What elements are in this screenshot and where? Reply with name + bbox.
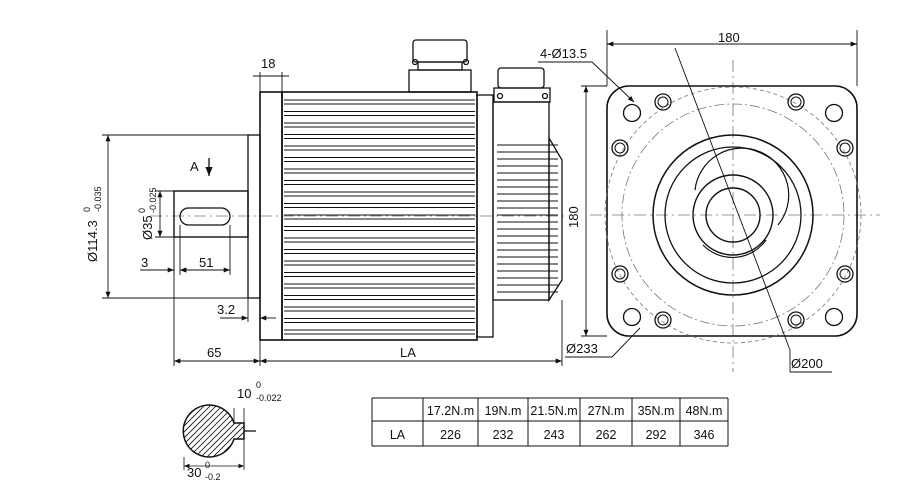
shaft [173,190,249,238]
dim-3: 3 [141,255,148,270]
dim-3-2: 3.2 [217,302,235,317]
pilot-boss [247,134,261,299]
dim-233: Ø233 [566,341,598,356]
inner-arc-slot [694,147,790,226]
table-header-cell: 27N.m [588,404,625,418]
table-value-cell: 232 [493,428,514,442]
section-hatch [183,405,244,457]
svg-text:0: 0 [82,207,92,212]
shaft-keyway [179,207,231,226]
outer-dashed-circle [604,86,862,344]
diagonal-leader [674,47,791,351]
table-value-cell: 243 [544,428,565,442]
table-header-cell: 48N.m [686,404,723,418]
svg-text:30: 30 [187,465,201,480]
tapped-holes [611,93,854,329]
mounting-holes-label: 4-Ø13.5 [540,46,587,61]
power-connector [408,39,472,93]
bolt-circle [621,103,845,327]
dim-51: 51 [199,255,213,270]
dim-35: Ø35 0 -0.025 [137,187,158,240]
front-view [590,47,880,372]
svg-text:-0.2: -0.2 [205,472,221,482]
encoder-housing [492,67,563,303]
side-view [150,39,565,341]
svg-text:-0.025: -0.025 [148,187,158,213]
svg-text:0: 0 [256,380,261,390]
side-dimensions [102,72,563,366]
shaft-section [182,404,256,470]
dim-18: 18 [261,56,275,71]
dim-200: Ø200 [791,356,823,371]
table-value-cell: 346 [694,428,715,442]
svg-text:Ø114.3: Ø114.3 [85,220,100,262]
front-flange [606,85,858,337]
pilot-outer [652,134,814,296]
table-row-label: LA [390,428,406,442]
section-depth-label: 30 0 -0.2 [187,460,221,482]
svg-text:180: 180 [566,206,581,228]
dim-180-h: 180 [718,30,740,45]
svg-text:-0.035: -0.035 [93,186,103,212]
table-header-cell: 21.5N.m [530,404,577,418]
table-header-cell: 17.2N.m [427,404,474,418]
table-value-cell: 292 [646,428,667,442]
shaft-circle [705,187,761,243]
svg-text:Ø35: Ø35 [140,215,155,240]
pilot-inner [664,146,802,284]
svg-text:-0.022: -0.022 [256,393,282,403]
svg-text:0: 0 [137,208,147,213]
dim-114: Ø114.3 0 -0.035 [82,186,103,262]
encoder-fins [497,144,558,293]
dim-180-v: 180 [566,206,581,228]
cooling-fins [284,99,475,335]
table-value-cell: 226 [440,428,461,442]
dim-la: LA [400,345,416,360]
table-header-cell: 19N.m [485,404,522,418]
bearing-ring [692,174,774,256]
inner-arc-slot-2 [702,239,767,259]
mounting-holes [622,103,844,327]
view-label: A [190,159,199,174]
key-width-label: 10 0 -0.022 [237,380,282,403]
table-header-cell: 35N.m [638,404,675,418]
svg-text:10: 10 [237,386,251,401]
table-value-cell: 262 [596,428,617,442]
torque-table: 17.2N.m 19N.m 21.5N.m 27N.m 35N.m 48N.mLA 226 2… [371,397,729,447]
front-dimensions [538,30,858,373]
dim-65: 65 [207,345,221,360]
svg-text:0: 0 [205,460,210,470]
